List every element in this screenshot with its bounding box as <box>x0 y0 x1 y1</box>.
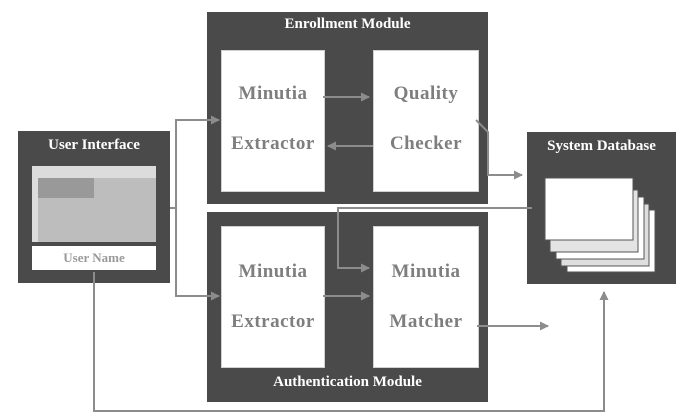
login-window-titlebar <box>38 178 94 198</box>
minutia-matcher-line1: Minutia <box>391 261 461 282</box>
arrow-ui-to-database <box>93 272 609 412</box>
arrow-checker-to-database <box>475 119 523 180</box>
quality-checker-box: Quality Checker <box>373 50 479 192</box>
authentication-module-title: Authentication Module <box>273 374 422 390</box>
authentication-extractor-line1: Minutia <box>238 261 308 282</box>
database-stack-icon <box>544 177 656 273</box>
arrow-ui-to-enrollment <box>170 115 220 209</box>
enrollment-module-title: Enrollment Module <box>284 16 411 32</box>
enrollment-module: Enrollment Module Minutia Extractor Qual… <box>207 12 488 204</box>
user-interface-title: User Interface <box>48 137 140 153</box>
user-name-field: User Name <box>32 246 156 270</box>
system-database-title: System Database <box>547 138 656 154</box>
enrollment-minutia-extractor-box: Minutia Extractor <box>221 50 325 192</box>
minutia-matcher-line2: Matcher <box>389 311 463 332</box>
arrow-database-to-matcher <box>337 207 532 273</box>
authentication-minutia-extractor-box: Minutia Extractor <box>221 226 325 368</box>
minutia-matcher-box: Minutia Matcher <box>373 226 479 368</box>
quality-checker-line2: Checker <box>389 133 463 154</box>
arrow-ui-to-authentication <box>175 208 220 301</box>
enrollment-extractor-line1: Minutia <box>238 83 308 104</box>
authentication-module: Minutia Extractor Minutia Matcher Authen… <box>207 212 488 402</box>
authentication-extractor-line2: Extractor <box>231 311 315 332</box>
quality-checker-line1: Quality <box>393 83 459 104</box>
enrollment-extractor-line2: Extractor <box>231 133 315 154</box>
